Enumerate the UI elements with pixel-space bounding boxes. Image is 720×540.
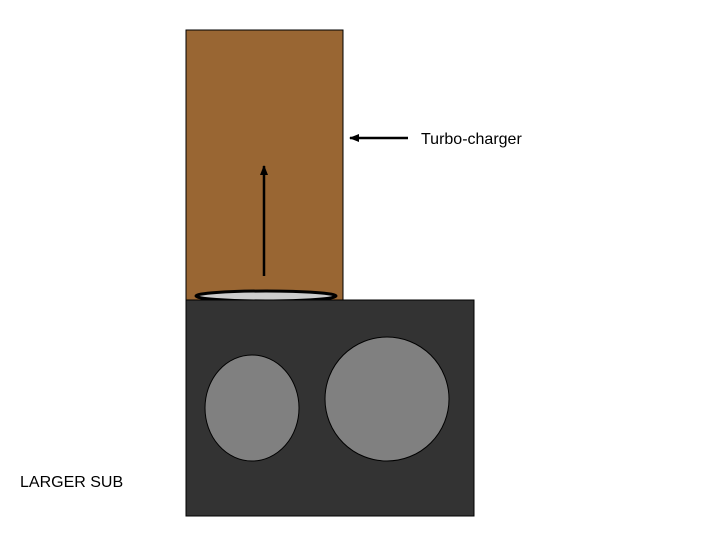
small-speaker-driver	[204, 354, 300, 462]
turbo-charger-label: Turbo-charger	[421, 131, 522, 148]
larger-sub-label: LARGER SUB	[20, 474, 124, 491]
large-speaker-driver	[324, 336, 450, 462]
